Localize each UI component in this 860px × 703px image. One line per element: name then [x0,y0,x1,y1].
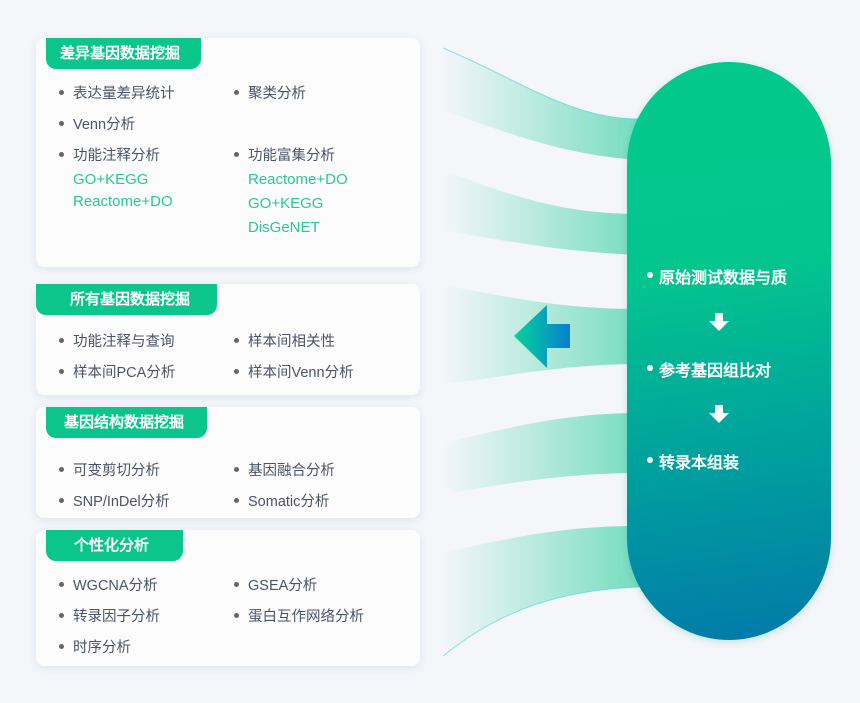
list-item: 功能富集分析 [234,144,335,165]
list-item: 转录因子分析 [59,605,160,626]
list-item: WGCNA分析 [59,574,158,595]
pipeline-step: 原始测试数据与质 [647,264,787,288]
panel-gene-structure-mining: 基因结构数据挖掘 可变剪切分析 SNP/InDel分析 基因融合分析 Somat… [36,407,420,518]
left-arrow-icon [514,305,570,368]
list-item: Somatic分析 [234,490,329,511]
band-2 [443,170,640,255]
list-item: 可变剪切分析 [59,459,160,480]
list-item: 功能注释分析 [59,144,160,165]
list-item: Venn分析 [59,113,135,134]
list-item: 聚类分析 [234,82,306,103]
sub-item: GO+KEGG [73,171,149,188]
list-item: 样本间相关性 [234,330,335,351]
sub-item: DisGeNET [248,219,320,236]
list-item: SNP/InDel分析 [59,490,170,511]
sub-item: GO+KEGG [248,195,324,212]
pipeline-step: 转录本组装 [647,449,739,473]
panel-title: 所有基因数据挖掘 [36,284,217,315]
list-item: 时序分析 [59,636,131,657]
sub-item: Reactome+DO [73,193,173,210]
panel-personalized-analysis: 个性化分析 WGCNA分析 转录因子分析 时序分析 GSEA分析 蛋白互作网络分… [36,530,420,666]
arrow-down-icon [709,405,729,423]
band-1 [443,48,640,160]
band-4 [443,413,640,494]
panel-title: 基因结构数据挖掘 [46,407,207,438]
pipeline-step: 参考基因组比对 [647,357,771,381]
panel-title: 个性化分析 [46,530,183,561]
arrow-down-icon [709,313,729,331]
list-item: 功能注释与查询 [59,330,175,351]
list-item: 基因融合分析 [234,459,335,480]
list-item: 蛋白互作网络分析 [234,605,364,626]
panel-title: 差异基因数据挖掘 [46,38,201,69]
panel-deg-mining: 差异基因数据挖掘 表达量差异统计 Venn分析 功能注释分析 GO+KEGG R… [36,38,420,267]
band-5 [443,526,640,656]
pipeline-pill: 原始测试数据与质 参考基因组比对 转录本组装 [627,62,831,640]
panel-all-genes-mining: 所有基因数据挖掘 功能注释与查询 样本间PCA分析 样本间相关性 样本间Venn… [36,284,420,395]
list-item: 表达量差异统计 [59,82,175,103]
list-item: 样本间Venn分析 [234,361,354,382]
list-item: GSEA分析 [234,574,317,595]
sub-item: Reactome+DO [248,171,348,188]
list-item: 样本间PCA分析 [59,361,175,382]
